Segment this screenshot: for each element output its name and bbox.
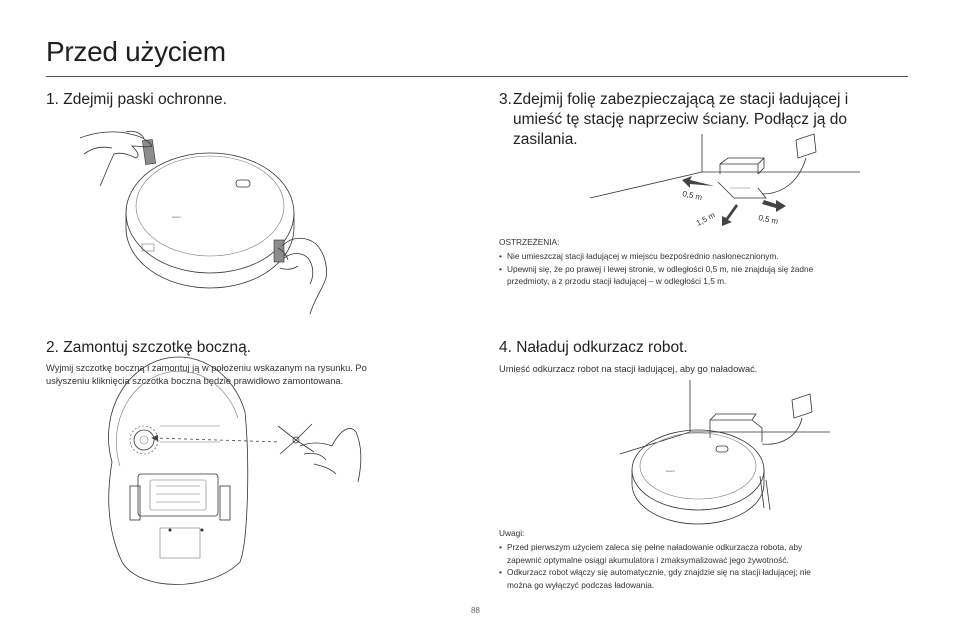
distance-label-left: 0,5 m (682, 189, 704, 202)
note-item: Odkurzacz robot włączy się automatycznie… (499, 566, 899, 591)
warnings-title: OSTRZEŻENIA: (499, 237, 560, 247)
warnings-list: Nie umieszczaj stacji ładującej w miejsc… (499, 250, 899, 288)
note-text: Przed pierwszym użyciem zaleca się pełne… (507, 542, 803, 552)
title-divider (46, 76, 908, 77)
warning-text: przedmioty, a z przodu stacji ładującej … (507, 276, 727, 287)
step2-text-line: usłyszeniu kliknięcia szczotka boczna bę… (46, 376, 344, 386)
warning-text: Nie umieszczaj stacji ładującej w miejsc… (507, 251, 779, 261)
mount-guide-line (153, 437, 281, 443)
distance-label-right: 0,5 m (758, 213, 780, 226)
warning-item: Upewnij się, że po prawej i lewej stroni… (499, 263, 899, 288)
step3-heading-line: umieść tę stację naprzeciw ściany. Podłą… (513, 111, 847, 128)
notes-title: Uwagi: (499, 528, 525, 538)
step2-illustration (108, 356, 362, 585)
step1-heading: 1. Zdejmij paski ochronne. (46, 91, 227, 108)
page-number: 88 (471, 606, 480, 615)
step3-heading-line: Zdejmij folię zabezpieczającą ze stacji … (513, 91, 849, 108)
wall-corner (589, 134, 860, 199)
power-adapter-illustration (761, 393, 813, 445)
step2-text-line: Wyjmij szczotkę boczną i zamontuj ją w p… (46, 363, 367, 373)
notes-list: Przed pierwszym użyciem zaleca się pełne… (499, 541, 899, 591)
robot-vacuum-bottom (108, 356, 249, 585)
step3-heading-line: zasilania. (513, 131, 578, 148)
svg-text:xiaomi: xiaomi (172, 215, 181, 219)
step4-illustration: xiaomi (619, 380, 830, 525)
step1-illustration: xiaomi (79, 130, 327, 315)
mount-arrow-icon (151, 434, 159, 442)
warning-item: Nie umieszczaj stacji ładującej w miejsc… (499, 250, 899, 263)
arrow-left-icon (682, 176, 714, 188)
hand-right-illustration (277, 237, 327, 315)
step4-heading: 4. Naładuj odkurzacz robot. (499, 339, 688, 356)
distance-label-front: 1,5 m (695, 210, 717, 227)
warning-text: Upewnij się, że po prawej i lewej stroni… (507, 263, 814, 274)
page-title: Przed użyciem (46, 36, 226, 67)
side-brush-illustration (277, 423, 315, 455)
note-text: zapewnić optymalne osiągi akumulatora i … (507, 554, 789, 565)
note-text: można go wyłączyć podczas ładowania. (507, 579, 655, 590)
step4-text: Umieść odkurzacz robot na stacji ładując… (499, 364, 758, 374)
wall-corner (619, 380, 830, 455)
protective-tape-right (273, 239, 285, 263)
step3-number: 3. (499, 91, 512, 108)
svg-text:xiaomi: xiaomi (666, 469, 675, 473)
step3-heading: 3. Zdejmij folię zabezpieczającą ze stac… (499, 90, 889, 150)
robot-vacuum-top: xiaomi (125, 152, 295, 289)
protective-tape-left (142, 139, 156, 165)
power-adapter-illustration (761, 133, 817, 195)
step2-heading: 2. Zamontuj szczotkę boczną. (46, 339, 252, 356)
note-text: Odkurzacz robot włączy się automatycznie… (507, 567, 811, 578)
note-item: Przed pierwszym użyciem zaleca się pełne… (499, 541, 899, 566)
charging-dock-illustration (709, 413, 763, 442)
hand-holding-brush-illustration (299, 428, 362, 483)
arrow-right-icon (762, 200, 786, 212)
robot-vacuum-on-dock: xiaomi (631, 429, 771, 525)
charging-dock-illustration (717, 157, 767, 199)
hand-left-illustration (79, 130, 153, 187)
arrow-front-icon (722, 204, 738, 226)
step3-illustration: 0,5 m 1,5 m 0,5 m (589, 133, 860, 228)
